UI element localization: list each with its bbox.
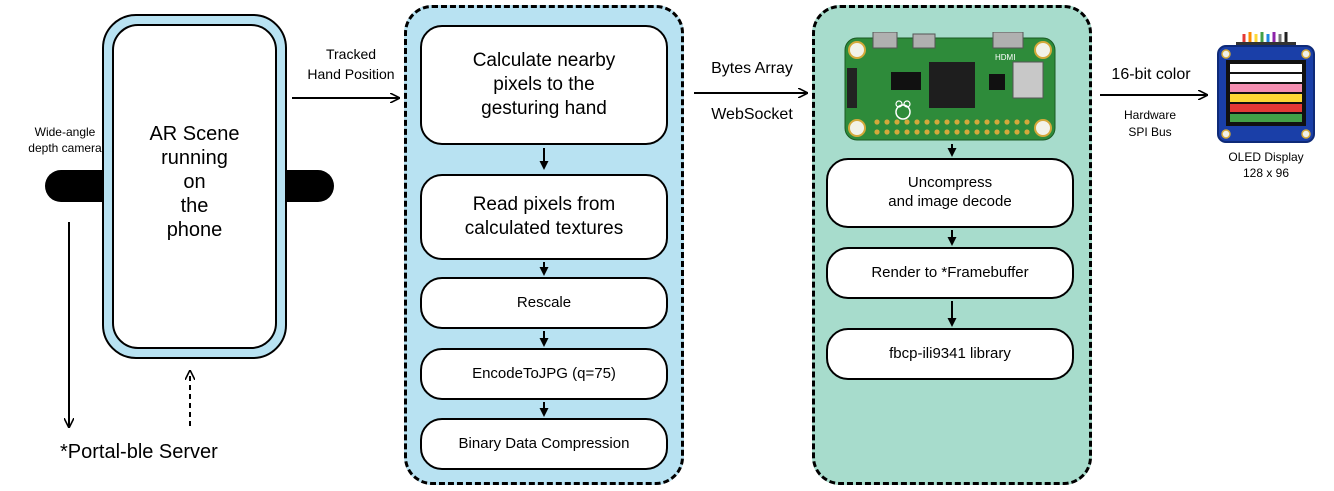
step-render-framebuffer: Render to *Framebuffer bbox=[826, 247, 1074, 299]
step-calculate-nearby-pixels: Calculate nearby pixels to the gesturing… bbox=[420, 25, 668, 145]
tracked-hand-line: Hand Position bbox=[307, 65, 395, 82]
step-text-line: fbcp-ili9341 library bbox=[889, 344, 1011, 362]
spi-bus-line: SPI Bus bbox=[1128, 124, 1172, 139]
websocket-label: WebSocket bbox=[711, 106, 793, 123]
oled-label-line: OLED Display bbox=[1228, 150, 1304, 164]
tracked-hand-line: Tracked bbox=[325, 46, 377, 62]
step-text-line: gesturing hand bbox=[481, 97, 607, 119]
phone-text-line: AR Scene bbox=[149, 123, 240, 145]
camera-label: Wide-angle depth camera bbox=[20, 124, 110, 156]
spi-bus-label: Hardware SPI Bus bbox=[1100, 107, 1200, 141]
step-encode-jpg: EncodeToJPG (q=75) bbox=[420, 348, 668, 400]
bytes-array-label: Bytes Array bbox=[711, 60, 793, 77]
phone-screen-text: AR Scene running on the phone bbox=[112, 122, 277, 242]
spi-bus-line: Hardware bbox=[1123, 108, 1177, 122]
oled-display-label: OLED Display 128 x 96 bbox=[1210, 150, 1322, 181]
step-binary-compression: Binary Data Compression bbox=[420, 418, 668, 470]
color-depth-label: 16-bit color bbox=[1111, 66, 1191, 83]
oled-label-line: 128 x 96 bbox=[1242, 165, 1290, 180]
phone-text-line: the bbox=[180, 195, 209, 217]
step-fbcp-library: fbcp-ili9341 library bbox=[826, 328, 1074, 380]
step-text-line: Uncompress bbox=[907, 174, 993, 192]
step-text-line: and image decode bbox=[888, 193, 1012, 210]
camera-label-line: Wide-angle bbox=[34, 125, 96, 139]
step-text-line: Render to *Framebuffer bbox=[871, 263, 1029, 281]
oled-display-icon bbox=[1217, 32, 1315, 143]
step-text-line: Rescale bbox=[516, 293, 572, 311]
step-read-pixels: Read pixels from calculated textures bbox=[420, 174, 668, 260]
tracked-hand-label: Tracked Hand Position bbox=[296, 45, 406, 84]
camera-label-line: depth camera bbox=[28, 141, 102, 156]
phone-screen bbox=[112, 24, 277, 349]
step-text-line: EncodeToJPG (q=75) bbox=[472, 364, 616, 382]
phone-text-line: on bbox=[183, 171, 206, 193]
step-text-line: calculated textures bbox=[464, 218, 624, 239]
step-text-line: Calculate nearby bbox=[472, 50, 616, 72]
phone-text-line: phone bbox=[166, 219, 223, 241]
step-text-line: Binary Data Compression bbox=[458, 434, 630, 452]
board-marking: HDMI bbox=[995, 53, 1015, 62]
step-text-line: pixels to the bbox=[493, 74, 595, 96]
phone-text-line: running bbox=[161, 147, 228, 169]
raspberry-pi-zero-board-icon: HDMI bbox=[844, 32, 1056, 141]
step-uncompress-decode: Uncompress and image decode bbox=[826, 158, 1074, 228]
server-label: *Portal-ble Server bbox=[60, 441, 218, 463]
step-text-line: Read pixels from bbox=[472, 194, 616, 216]
step-rescale: Rescale bbox=[420, 277, 668, 329]
